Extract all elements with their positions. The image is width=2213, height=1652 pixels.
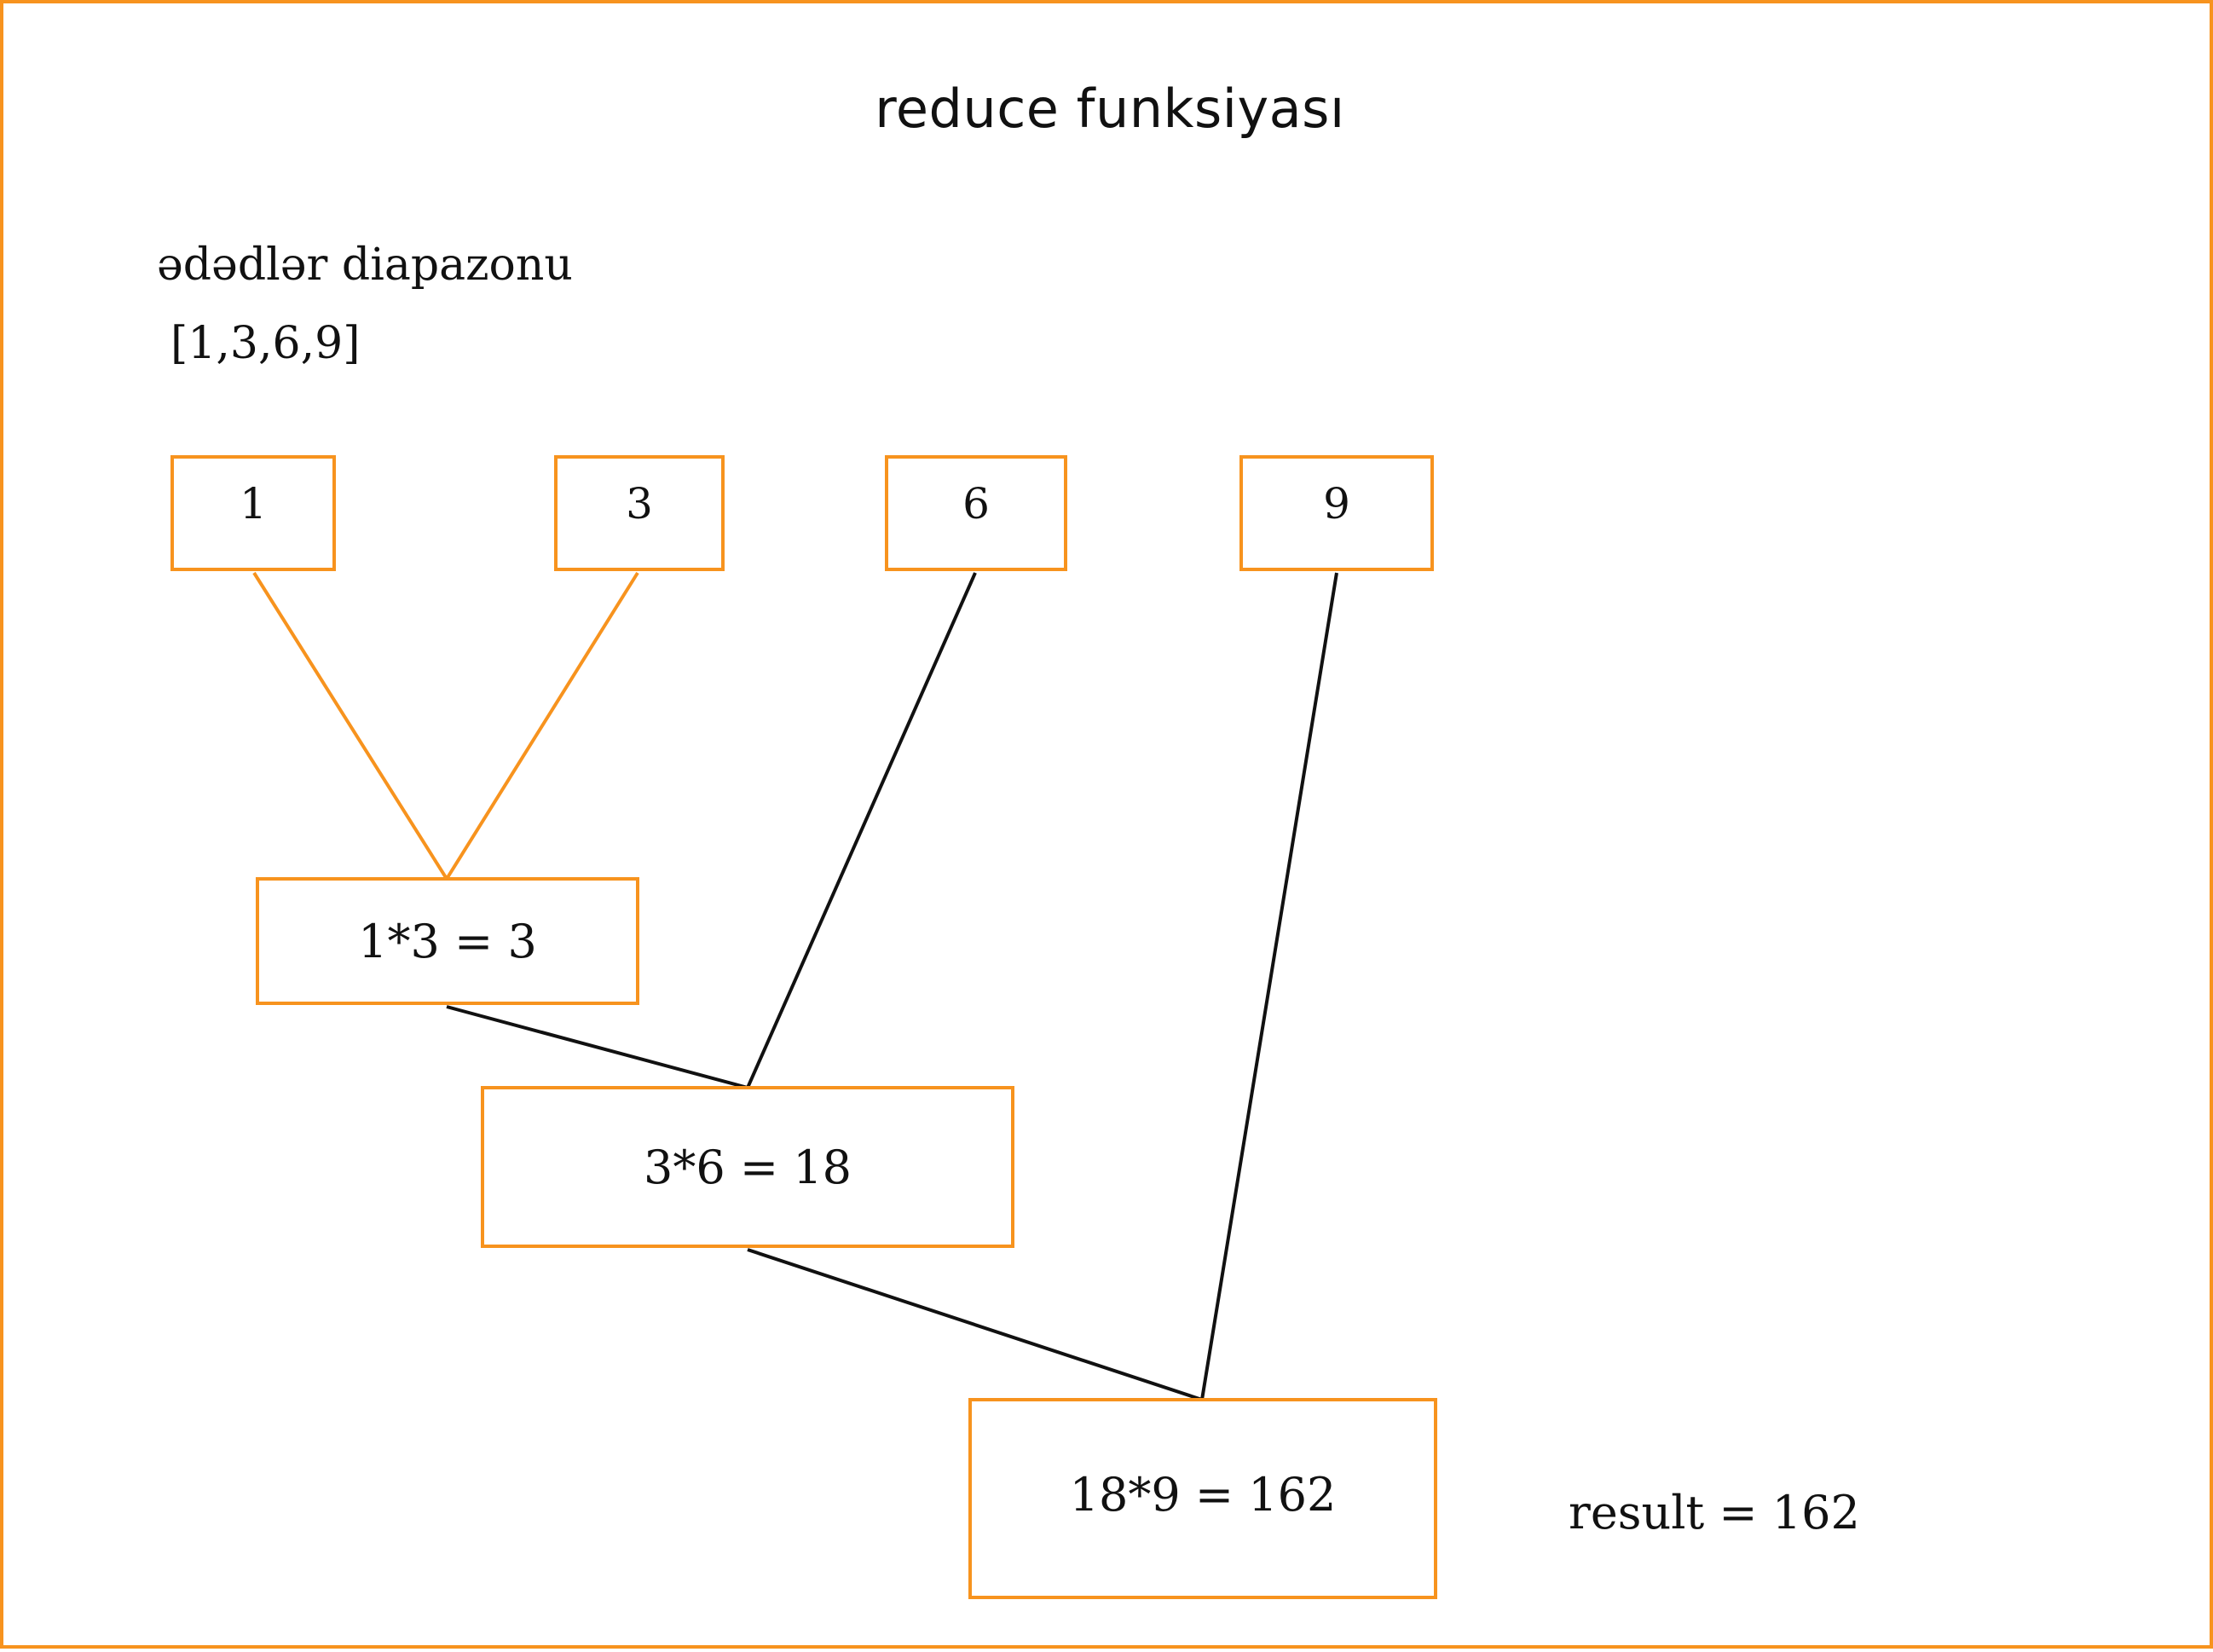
- connector-step1-step2: [446, 1005, 748, 1089]
- connector-lines: [252, 571, 1338, 1401]
- connector-num4-step3: [1200, 572, 1338, 1401]
- step-box-3: 18*9 = 162: [968, 1398, 1437, 1599]
- connector-num1-step1: [252, 571, 448, 881]
- connector-step2-step3: [747, 1248, 1203, 1401]
- number-box-6: 6: [885, 455, 1067, 571]
- number-box-1: 1: [170, 455, 336, 571]
- range-label: ədədlər diapazonu: [157, 240, 573, 291]
- connector-num2-step1: [445, 571, 639, 881]
- diagram-title: reduce funksiyası: [875, 78, 1345, 140]
- step-box-1: 1*3 = 3: [256, 877, 639, 1005]
- connector-num3-step2: [746, 572, 977, 1089]
- range-values: [1,3,6,9]: [170, 318, 361, 369]
- number-box-3: 3: [554, 455, 725, 571]
- result-text: result = 162: [1569, 1486, 1860, 1539]
- number-box-9: 9: [1239, 455, 1434, 571]
- step-box-2: 3*6 = 18: [481, 1086, 1014, 1248]
